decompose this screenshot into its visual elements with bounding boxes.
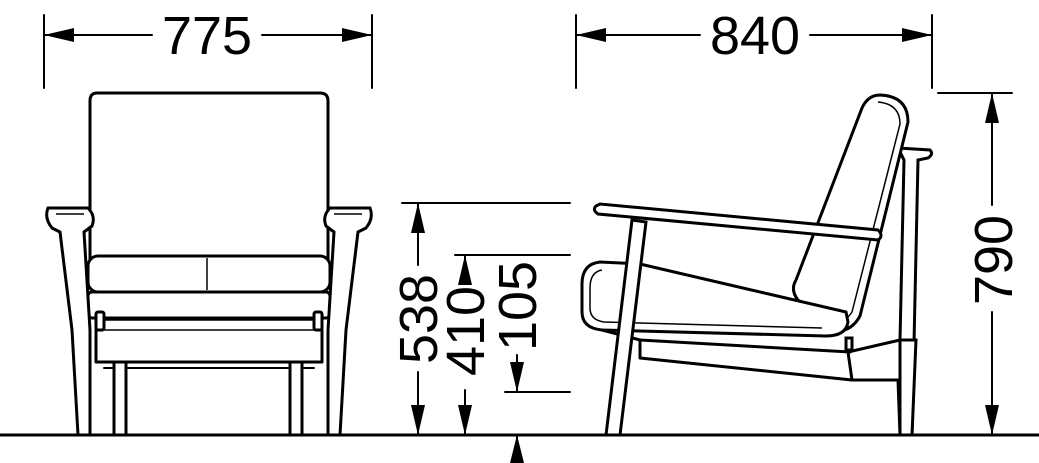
leg-clearance-dimension: 105 [488, 261, 571, 463]
overall-height-dimension: 790 [937, 92, 1024, 436]
side-depth-dimension: 840 [575, 6, 933, 89]
side-front-leg [604, 218, 648, 437]
seat-height-dimension: 410 [436, 254, 571, 436]
side-backrest [791, 93, 910, 333]
side-view-chair [580, 93, 934, 437]
armrest-height-label: 538 [389, 274, 449, 364]
front-right-arm [323, 206, 373, 437]
armrest-height-dimension: 538 [389, 202, 571, 436]
side-seat-cushion [580, 260, 850, 338]
leg-clearance-label: 105 [488, 261, 548, 351]
side-armrest [592, 202, 883, 242]
front-seat-rail [86, 290, 332, 320]
overall-height-label: 790 [964, 215, 1024, 305]
front-left-arm [45, 206, 95, 437]
front-width-label: 775 [162, 6, 252, 66]
side-depth-label: 840 [710, 6, 800, 66]
front-width-dimension: 775 [43, 6, 373, 89]
front-seat-cushion [86, 254, 332, 294]
front-backrest [88, 91, 330, 264]
seat-height-label: 410 [436, 286, 496, 376]
front-view-chair [45, 91, 373, 437]
